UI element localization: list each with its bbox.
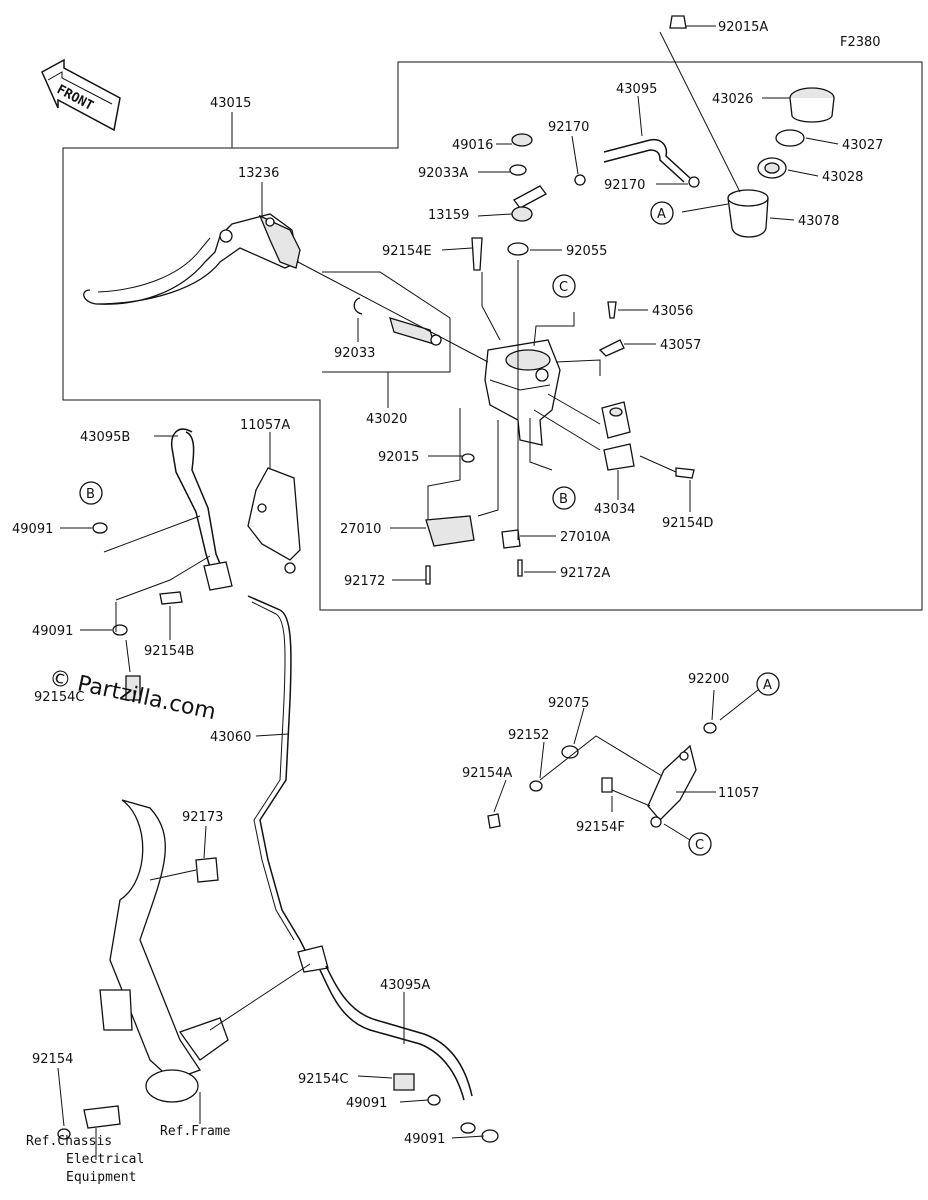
part-49091-lower2: 49091 bbox=[404, 1132, 445, 1147]
part-49091-mid: 49091 bbox=[32, 624, 73, 639]
part-92200: 92200 bbox=[688, 672, 729, 687]
hose-43095A bbox=[297, 945, 499, 1143]
reservoir bbox=[727, 87, 835, 238]
svg-text:A: A bbox=[657, 207, 666, 222]
part-11057A: 11057A bbox=[240, 418, 290, 433]
part-92033: 92033 bbox=[334, 346, 375, 361]
ref-electrical: Electrical bbox=[66, 1152, 144, 1167]
bracket-11057 bbox=[487, 722, 717, 829]
part-92154A: 92154A bbox=[462, 766, 512, 781]
part-92170-upper: 92170 bbox=[548, 120, 589, 135]
svg-text:A: A bbox=[763, 678, 772, 693]
leader-lines bbox=[57, 25, 839, 1160]
part-49091-lower1: 49091 bbox=[346, 1096, 387, 1111]
svg-text:B: B bbox=[559, 492, 568, 507]
svg-text:B: B bbox=[86, 487, 95, 502]
clutch-lever bbox=[83, 213, 301, 305]
part-43027: 43027 bbox=[842, 138, 883, 153]
part-92170-lower: 92170 bbox=[604, 178, 645, 193]
fasteners-lower bbox=[57, 522, 183, 1140]
part-92075: 92075 bbox=[548, 696, 589, 711]
part-92154C-upper: 92154C bbox=[34, 690, 84, 705]
part-43078: 43078 bbox=[798, 214, 839, 229]
figure-code: F2380 bbox=[840, 35, 881, 50]
small-parts-upper bbox=[471, 15, 700, 357]
part-92055: 92055 bbox=[566, 244, 607, 259]
part-92154B: 92154B bbox=[144, 644, 194, 659]
master-cylinder-body bbox=[484, 339, 561, 446]
callout-b-left: B bbox=[79, 481, 103, 505]
part-27010A: 27010A bbox=[560, 530, 610, 545]
part-43056: 43056 bbox=[652, 304, 693, 319]
part-43026: 43026 bbox=[712, 92, 753, 107]
part-43020: 43020 bbox=[366, 412, 407, 427]
callout-a-lower: A bbox=[756, 672, 780, 696]
part-92015A: 92015A bbox=[718, 20, 768, 35]
ref-chassis: Ref.Chassis bbox=[26, 1134, 112, 1149]
part-43015: 43015 bbox=[210, 96, 251, 111]
callout-a-upper: A bbox=[650, 201, 674, 225]
part-92172: 92172 bbox=[344, 574, 385, 589]
part-43095A: 43095A bbox=[380, 978, 430, 993]
ref-equipment: Equipment bbox=[66, 1170, 136, 1185]
part-43095B: 43095B bbox=[80, 430, 130, 445]
callout-c-lower: C bbox=[688, 832, 712, 856]
part-43034: 43034 bbox=[594, 502, 635, 517]
part-92154F: 92154F bbox=[576, 820, 625, 835]
part-92154: 92154 bbox=[32, 1052, 73, 1067]
bracket-11057A bbox=[247, 467, 301, 574]
brake-line-inner bbox=[251, 601, 295, 941]
piston-kit bbox=[353, 297, 442, 346]
switches bbox=[425, 453, 523, 585]
front-arrow: FRONT bbox=[41, 58, 121, 132]
svg-text:C: C bbox=[559, 280, 568, 295]
part-13159: 13159 bbox=[428, 208, 469, 223]
part-49016: 49016 bbox=[452, 138, 493, 153]
part-labels: 92015A 43015 43095 43026 49016 92170 430… bbox=[12, 20, 883, 1147]
frame-reference bbox=[99, 799, 229, 1103]
part-27010: 27010 bbox=[340, 522, 381, 537]
part-43057: 43057 bbox=[660, 338, 701, 353]
svg-text:C: C bbox=[695, 838, 704, 853]
part-43028: 43028 bbox=[822, 170, 863, 185]
clamp bbox=[601, 401, 695, 479]
part-13236: 13236 bbox=[238, 166, 279, 181]
callout-b-right: B bbox=[552, 486, 576, 510]
reservoir-hose bbox=[511, 138, 691, 222]
part-92172A: 92172A bbox=[560, 566, 610, 581]
part-49091-left: 49091 bbox=[12, 522, 53, 537]
part-92173: 92173 bbox=[182, 810, 223, 825]
ref-frame: Ref.Frame bbox=[160, 1124, 231, 1139]
callout-c-upper: C bbox=[552, 274, 576, 298]
part-11057: 11057 bbox=[718, 786, 759, 801]
part-43095: 43095 bbox=[616, 82, 657, 97]
brake-line bbox=[247, 595, 311, 961]
hose-43095B bbox=[170, 428, 233, 591]
part-92154D: 92154D bbox=[662, 516, 713, 531]
part-92015: 92015 bbox=[378, 450, 419, 465]
part-92152: 92152 bbox=[508, 728, 549, 743]
part-92154C-lower: 92154C bbox=[298, 1072, 348, 1087]
assembly-outline bbox=[62, 61, 923, 611]
part-92033A: 92033A bbox=[418, 166, 468, 181]
watermark: © Partzilla.com bbox=[47, 665, 218, 725]
part-92154E: 92154E bbox=[382, 244, 432, 259]
part-43060: 43060 bbox=[210, 730, 251, 745]
group-box-43020 bbox=[322, 271, 451, 373]
